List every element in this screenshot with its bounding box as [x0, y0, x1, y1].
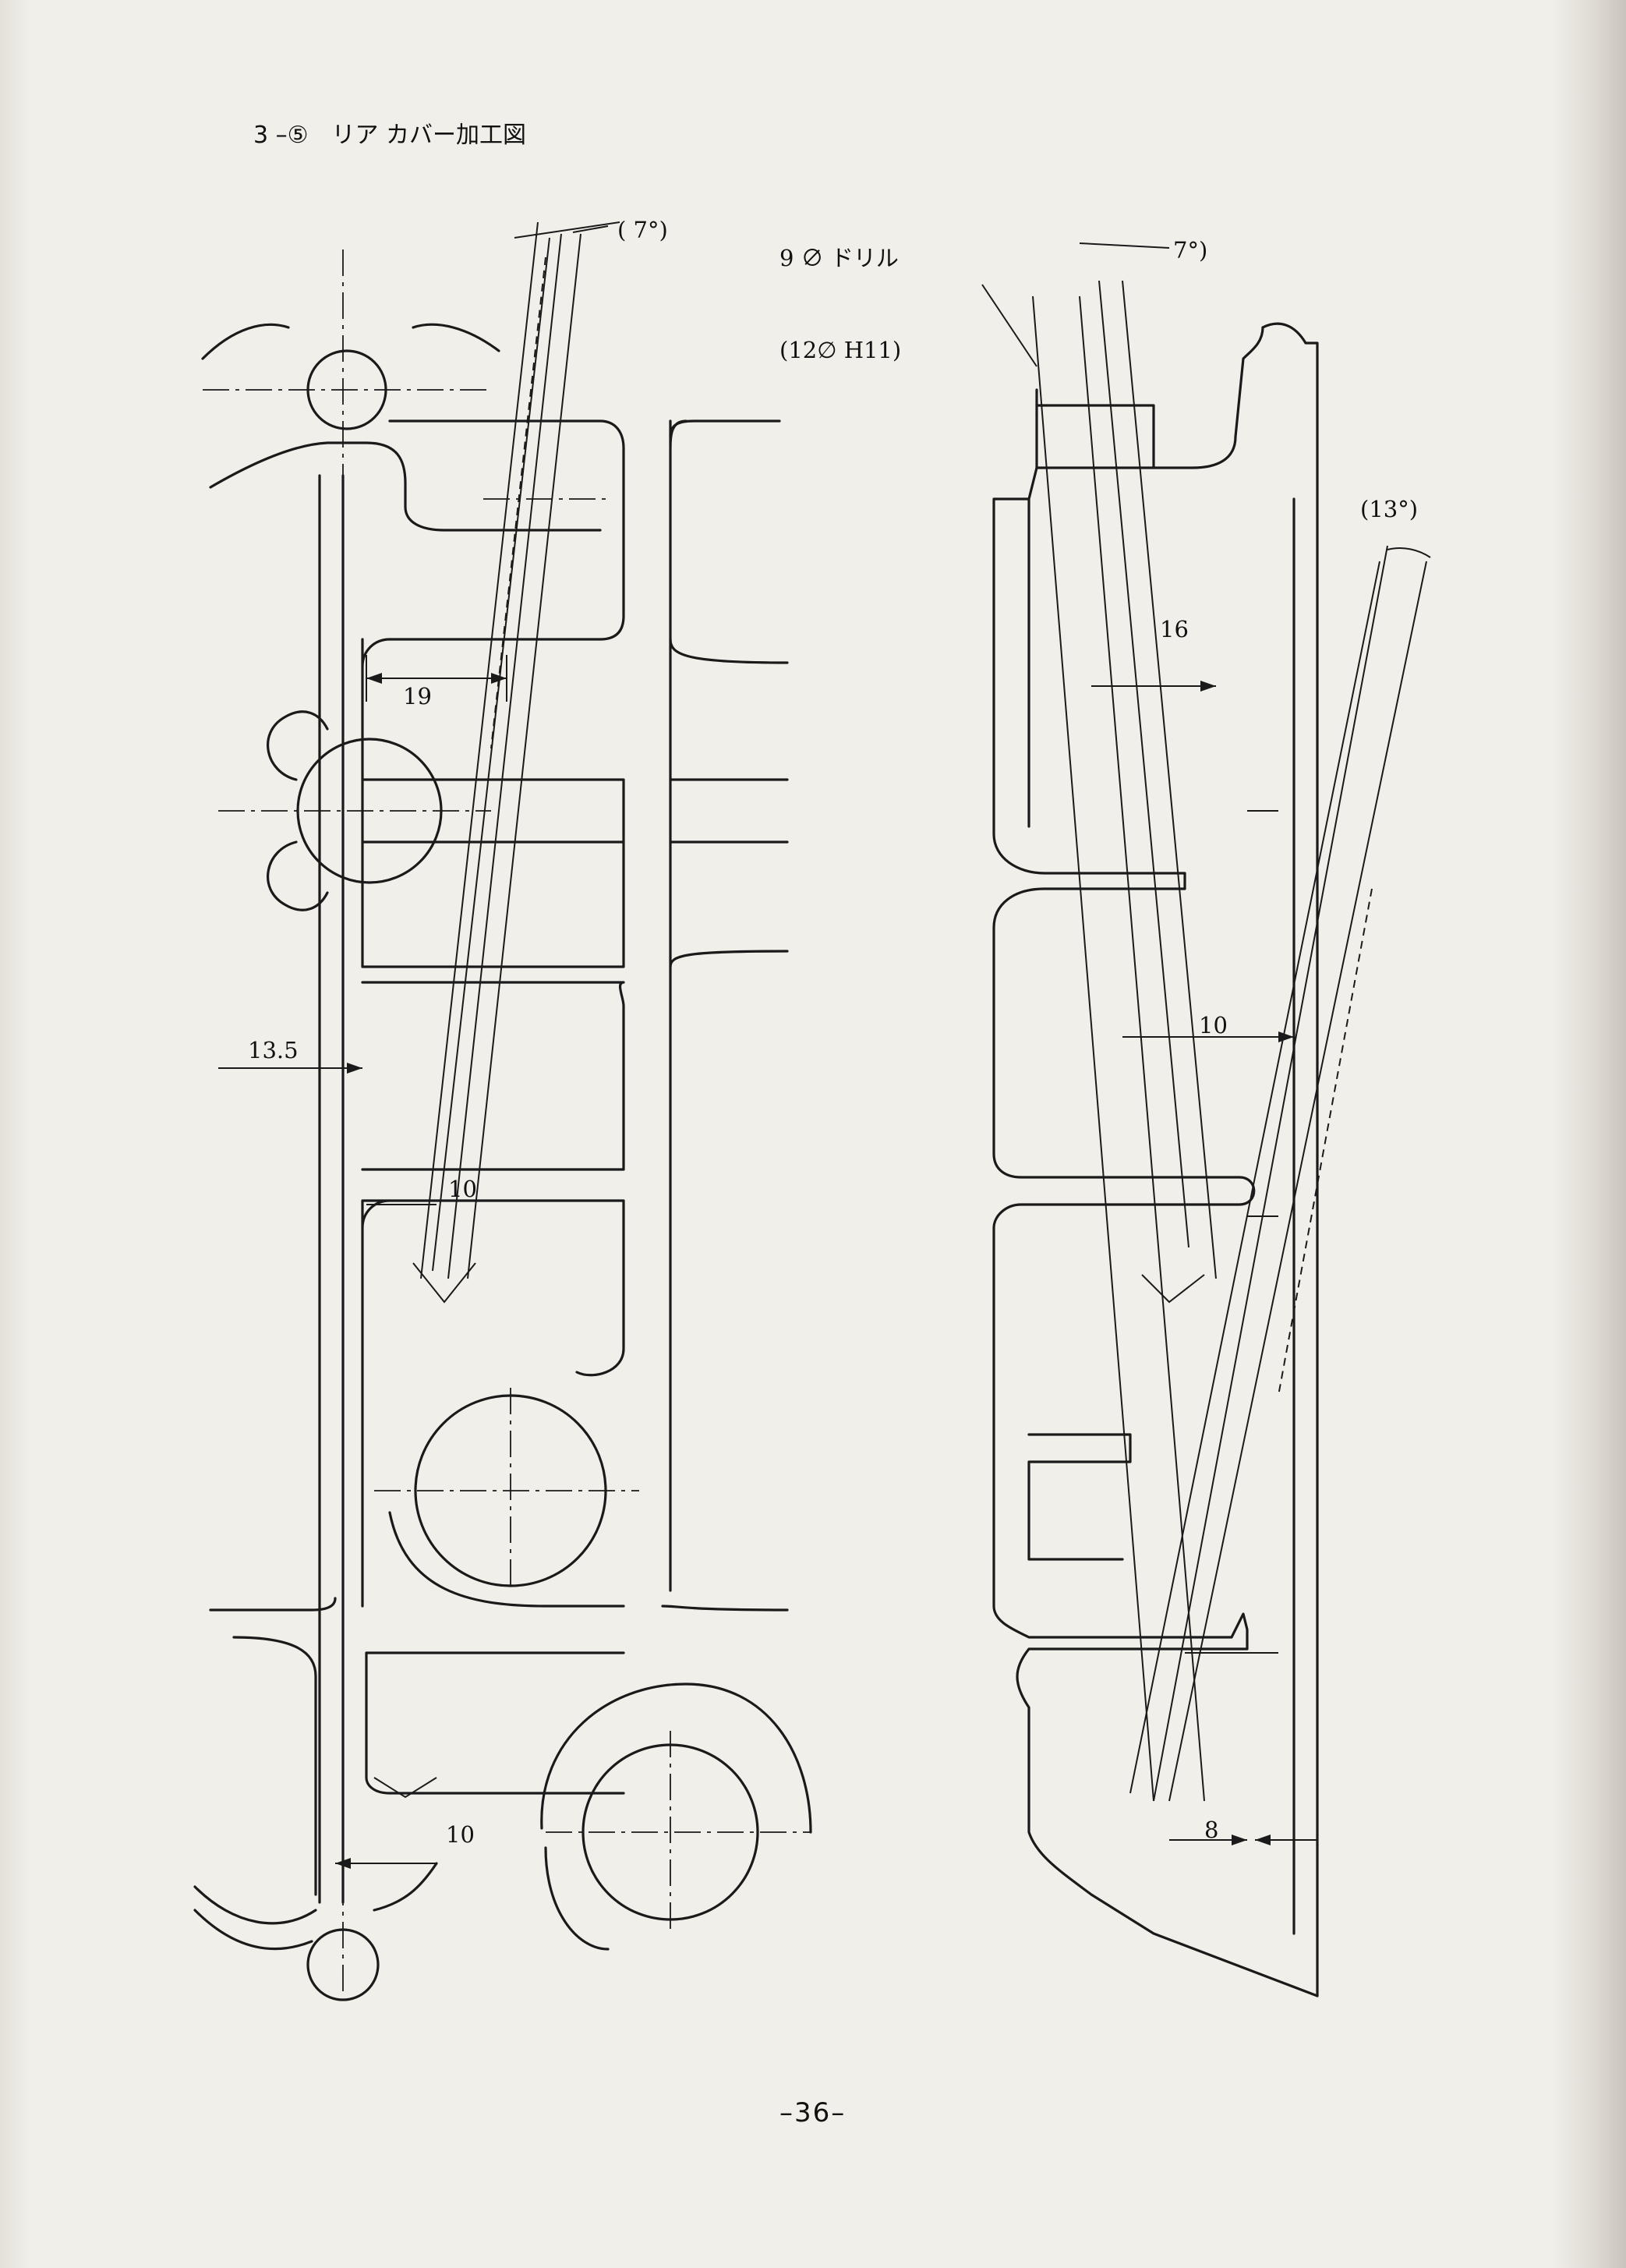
right-extension-lines [1185, 810, 1278, 1654]
page-number: –36– [779, 2097, 847, 2128]
left-view [193, 221, 812, 2001]
bottom-body [232, 1636, 625, 1896]
angle7-right-leader [1079, 242, 1170, 249]
page-edge-right [1551, 0, 1626, 2268]
upper-rect [388, 419, 625, 641]
lower-body [361, 1199, 625, 1608]
outer-right-wall [1261, 322, 1319, 1997]
angle-7-right-label: 7°) [1173, 237, 1208, 264]
lower-flange [209, 1597, 789, 1612]
angle-13-hidden [1278, 888, 1373, 1396]
vertical-centerlines [510, 1388, 671, 1934]
page-title: 3 –⑤ リア カバー加工図 [253, 122, 527, 149]
angle-13-lines [1129, 545, 1427, 1802]
drill-incline-hidden [490, 257, 546, 749]
section-outline [992, 326, 1319, 1997]
right-column-segments [669, 638, 789, 968]
horizontal-centerlines [203, 389, 811, 1833]
bottom-right-arc [540, 1682, 812, 1951]
right-tip [1141, 1274, 1205, 1304]
right-column-left [669, 419, 688, 1592]
dim-8-label: 8 [1204, 1817, 1219, 1843]
right-incline-lines [1032, 280, 1217, 1802]
top-flange [209, 441, 602, 532]
drill-label: 9 ∅ ドリル [779, 245, 899, 271]
dim-10-left-label: 10 [448, 1176, 477, 1202]
inner-steps [1027, 404, 1155, 1561]
drill-tip-left [412, 1262, 476, 1304]
angle7-left-leader [514, 221, 620, 239]
page-edge-left [0, 0, 31, 2268]
dim-19-label: 19 [403, 683, 432, 709]
dim-13-5-label: 13.5 [248, 1037, 299, 1063]
hole-spec-label: (12∅ H11) [779, 337, 902, 363]
dim-16-label: 16 [1160, 616, 1189, 642]
angle-13-arc [1387, 547, 1431, 558]
right-column-top [669, 419, 781, 438]
dim-10-right-label: 10 [1199, 1012, 1228, 1038]
drill-incline-left [420, 221, 581, 1279]
middle-lobes [267, 710, 329, 911]
middle-rects [361, 638, 625, 1171]
drill-tip-bottom [373, 1777, 437, 1799]
bottom-arcs [193, 1862, 438, 1951]
top-arc [201, 323, 500, 360]
angle-7-left-label: ( 7°) [617, 217, 668, 243]
angle-13-label: (13°) [1360, 496, 1419, 522]
dim-10-bottom-label: 10 [446, 1821, 475, 1848]
right-view [981, 242, 1431, 1997]
drill-leader [981, 284, 1037, 367]
left-rib-outline [318, 474, 345, 1904]
